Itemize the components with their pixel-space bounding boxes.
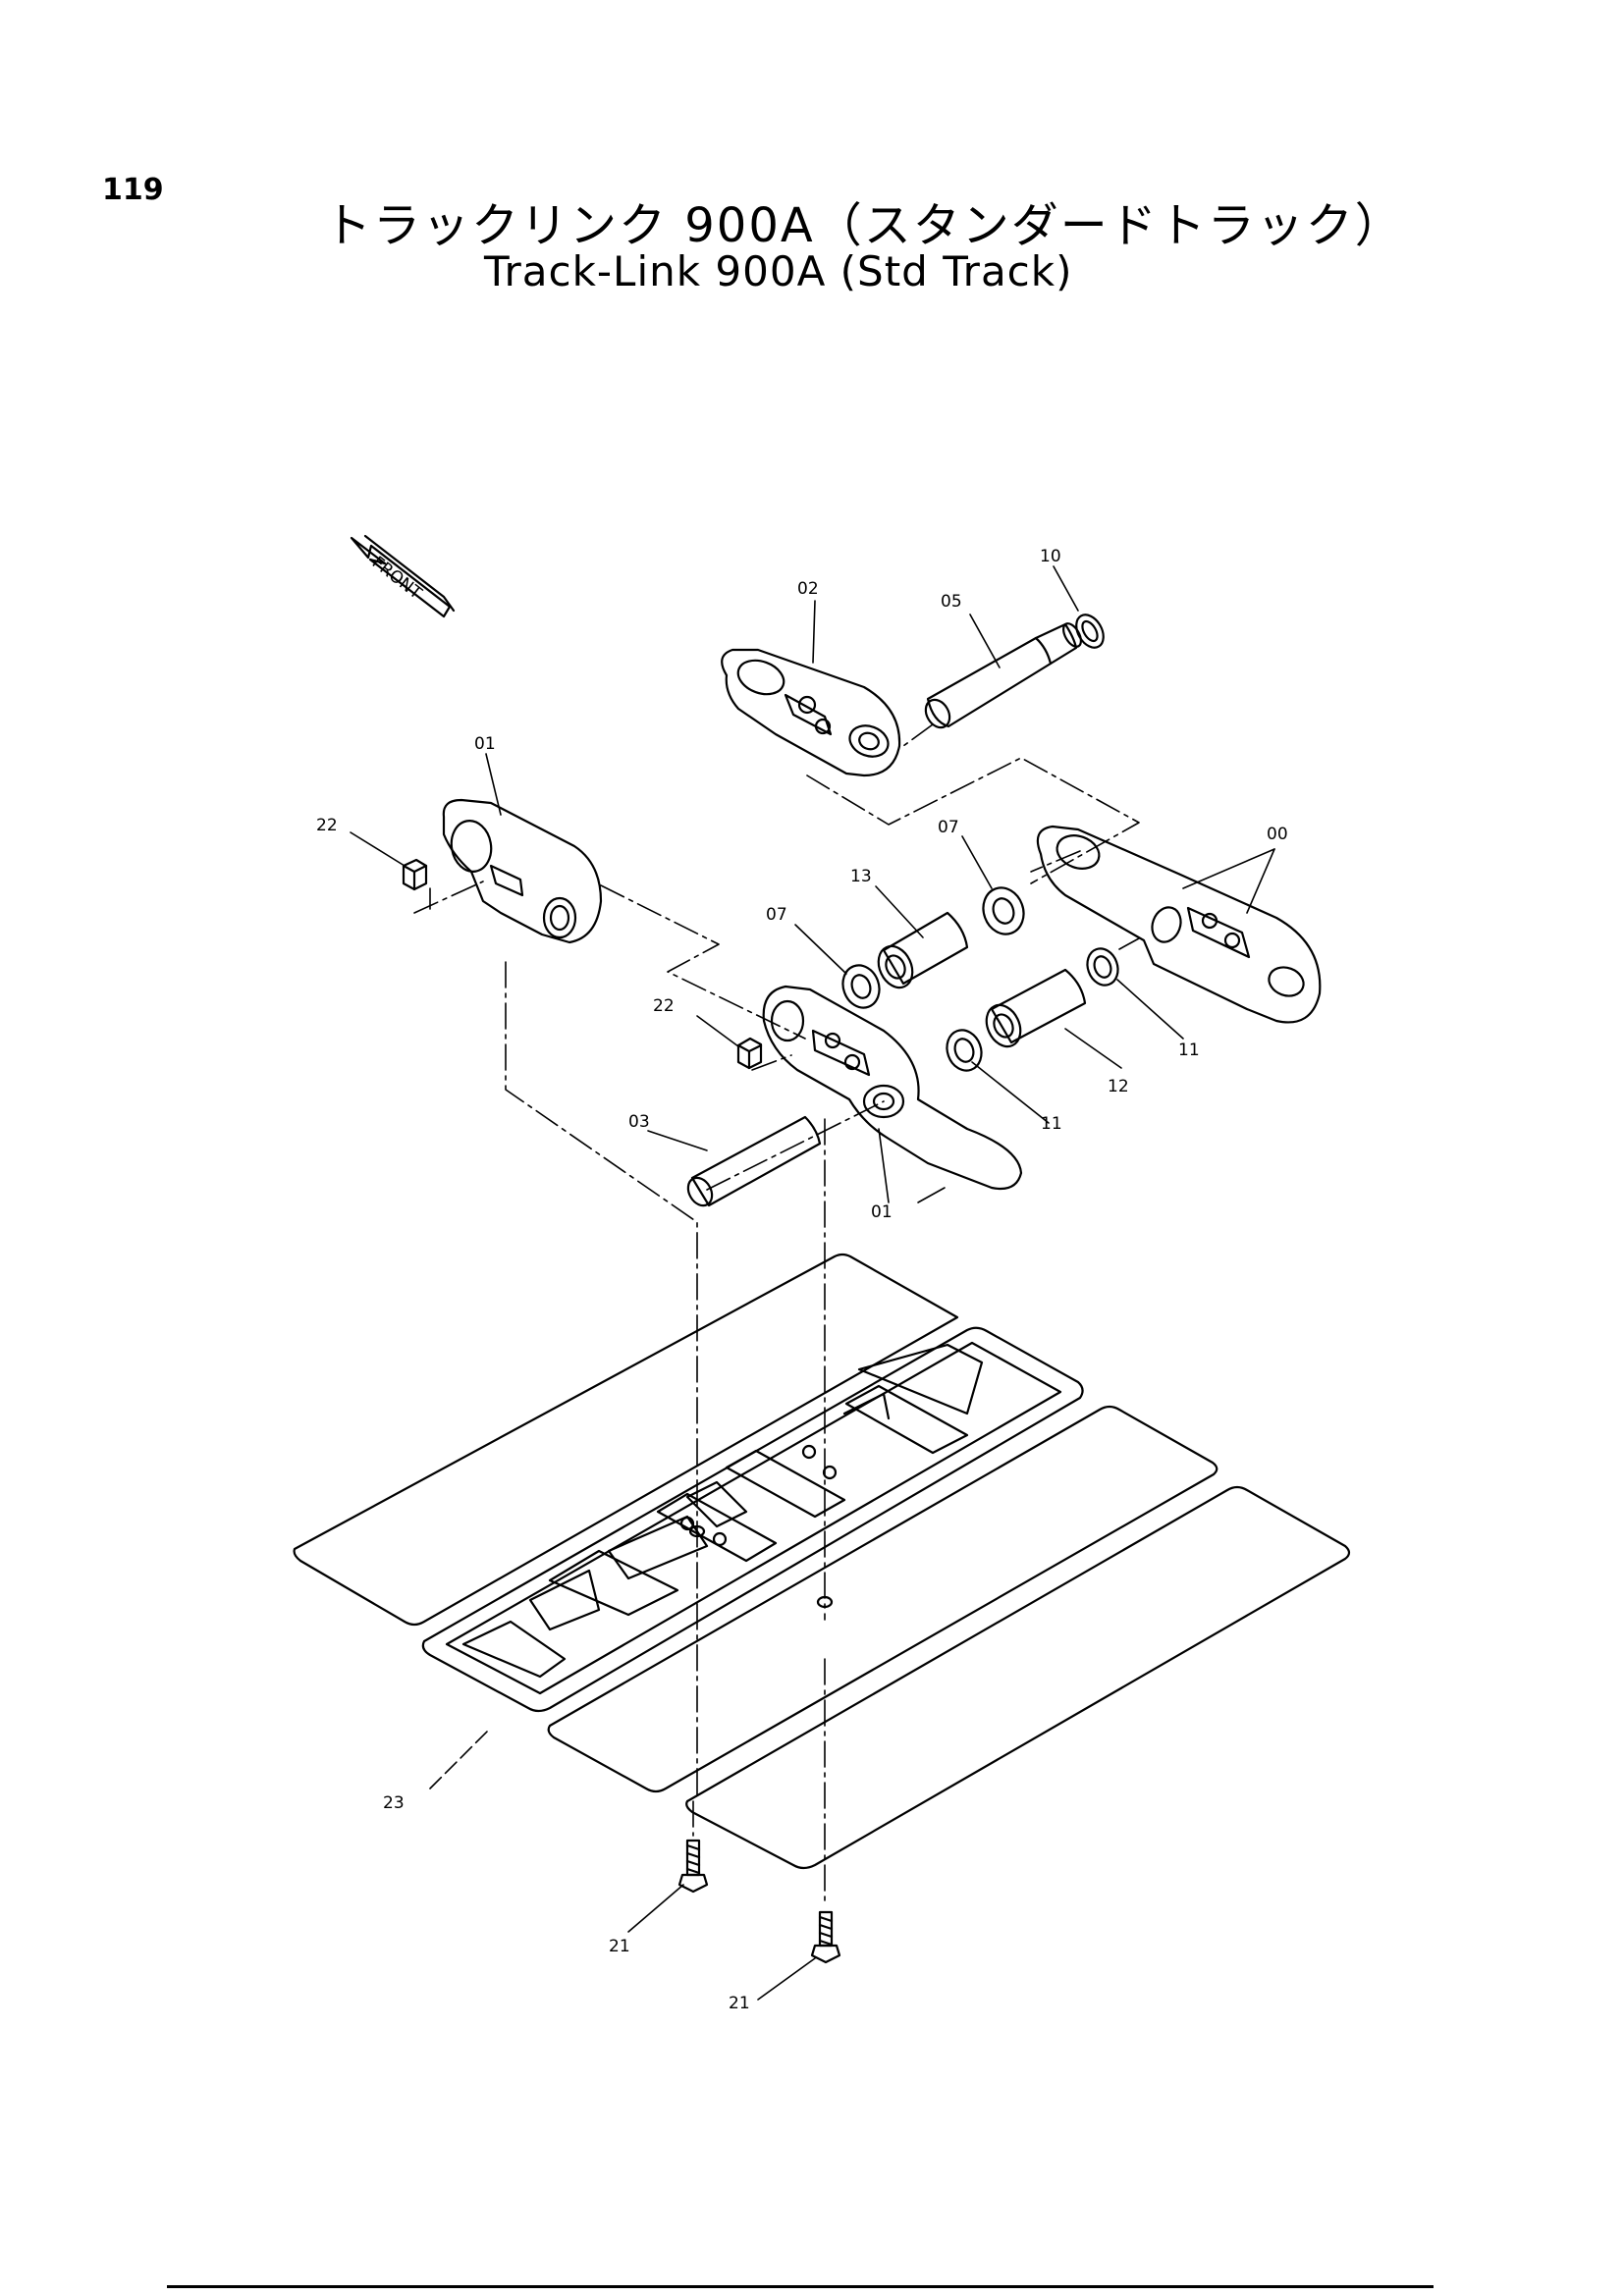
track-shoe-front [685,1485,1351,1870]
callout-03: 03 [628,1112,650,1132]
callout-07-right: 07 [938,818,959,837]
assembly-lines [413,723,1140,1905]
callout-12: 12 [1108,1077,1129,1096]
callout-01-bottom: 01 [871,1202,893,1222]
part-00-link [1036,825,1322,1024]
callout-11-right: 11 [1178,1041,1200,1060]
callout-01-top: 01 [474,734,496,754]
callout-07-left: 07 [766,905,787,925]
part-11-ring-left [946,1029,983,1072]
part-22-nut-left [402,858,428,891]
callout-00: 00 [1267,825,1288,844]
part-13-bushing [877,911,969,989]
callout-10: 10 [1040,547,1061,566]
front-arrow-icon: FRONT [350,534,456,618]
callout-22-left: 22 [316,816,338,835]
part-12-bushing [985,968,1087,1048]
part-22-nut-mid [736,1037,763,1070]
part-07-seal-right [982,886,1025,935]
part-03-pin [686,1115,822,1207]
callout-21-left: 21 [609,1937,630,1956]
mounting-holes [688,1524,834,1609]
callout-13: 13 [850,867,872,886]
callout-labels: 10 02 05 01 22 07 00 13 07 22 11 12 11 0… [316,547,1288,2013]
footer-rule [167,2285,1434,2288]
callout-23: 23 [383,1793,405,1813]
callout-11-left: 11 [1041,1114,1062,1134]
track-shoe-right [547,1405,1218,1793]
part-23-track-shoe-center [421,1326,1084,1713]
title-japanese: トラックリンク 900A（スタンダードトラック） [324,198,1404,253]
part-11-ring-right [1086,947,1119,987]
part-21-bolt-left [677,1839,709,1894]
part-21-bolt-right [810,1910,841,1964]
part-02-link [721,648,901,777]
title-english: Track-Link 900A (Std Track) [484,247,1073,295]
callout-21-right: 21 [729,1994,750,2013]
leader-lines [350,565,1275,2001]
page-number: 119 [102,173,164,207]
part-07-seal-left [841,964,881,1009]
part-05-pin [924,622,1082,729]
callout-05: 05 [941,592,962,612]
track-shoe-left [293,1253,959,1627]
part-01-link-upper [442,798,603,944]
part-10-snap-ring [1075,614,1105,649]
callout-02: 02 [797,579,819,599]
part-01-link-lower [762,985,1023,1191]
callout-22-mid: 22 [653,996,675,1016]
